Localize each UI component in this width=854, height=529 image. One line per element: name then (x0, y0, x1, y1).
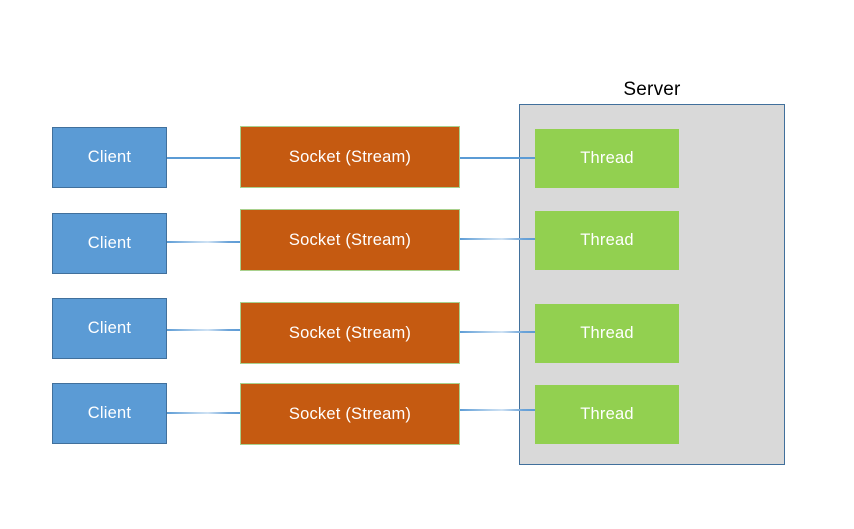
connector-socket-thread-3 (459, 331, 537, 333)
thread-box-1[interactable]: Thread (535, 129, 679, 188)
thread-label-4: Thread (580, 405, 634, 423)
connector-socket-thread-4 (459, 409, 537, 411)
client-label-3: Client (87, 319, 132, 337)
thread-label-2: Thread (580, 231, 634, 249)
client-label-4: Client (87, 404, 132, 422)
client-label-2: Client (87, 234, 132, 252)
socket-label-4: Socket (Stream) (288, 404, 412, 423)
thread-box-3[interactable]: Thread (535, 304, 679, 363)
socket-box-2[interactable]: Socket (Stream) (240, 209, 460, 271)
socket-box-4[interactable]: Socket (Stream) (240, 383, 460, 445)
socket-box-3[interactable]: Socket (Stream) (240, 302, 460, 364)
connector-socket-thread-1 (459, 157, 537, 159)
connector-client-socket-3 (166, 329, 242, 331)
socket-box-1[interactable]: Socket (Stream) (240, 126, 460, 188)
client-box-2[interactable]: Client (52, 213, 167, 274)
thread-label-3: Thread (580, 324, 634, 342)
connector-client-socket-1 (166, 157, 242, 159)
connector-socket-thread-2 (459, 238, 537, 240)
client-label-1: Client (87, 148, 132, 166)
connector-client-socket-4 (166, 412, 242, 414)
socket-label-1: Socket (Stream) (288, 147, 412, 166)
client-box-3[interactable]: Client (52, 298, 167, 359)
client-box-4[interactable]: Client (52, 383, 167, 444)
thread-label-1: Thread (580, 149, 634, 167)
thread-box-4[interactable]: Thread (535, 385, 679, 444)
socket-label-2: Socket (Stream) (288, 230, 412, 249)
connector-client-socket-2 (166, 241, 242, 243)
socket-label-3: Socket (Stream) (288, 323, 412, 342)
client-box-1[interactable]: Client (52, 127, 167, 188)
server-group-label: Server (623, 79, 681, 100)
thread-box-2[interactable]: Thread (535, 211, 679, 270)
